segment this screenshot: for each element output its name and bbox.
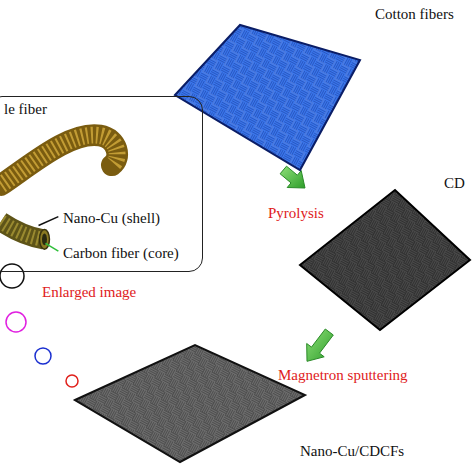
- fiber-end: [40, 229, 50, 249]
- fabric-node: CD: [298, 188, 472, 332]
- zoom-circle: [0, 264, 24, 288]
- note-label: Enlarged image: [42, 283, 136, 301]
- fiber-shell: [1, 222, 44, 240]
- step-label: Magnetron sputtering: [278, 366, 408, 384]
- fiber-shell: [1, 135, 117, 185]
- enlarged-box: le fiberNano-Cu (shell) Carbon fiber (cor…: [0, 96, 203, 272]
- process-arrow: [307, 329, 334, 361]
- fabric-node: Cotton fibers: [175, 20, 365, 170]
- fabric-sheet: [75, 345, 305, 462]
- zoom-circle: [6, 312, 26, 332]
- carbon-fabric: [298, 188, 472, 332]
- coated-fabric: [73, 343, 307, 465]
- zoom-circle: [66, 375, 78, 387]
- fabric-node: Nano-Cu/CDCFs: [73, 343, 307, 465]
- fiber-illustration: [0, 97, 202, 271]
- fiber-texture: [1, 135, 117, 185]
- leader-line: [45, 243, 58, 251]
- leader-line: [39, 217, 59, 226]
- cotton-fabric: [175, 20, 365, 170]
- zoom-circle: [35, 348, 51, 364]
- part-label: Nano-Cu (shell): [63, 209, 160, 227]
- fiber-texture: [1, 222, 44, 240]
- step-label: Pyrolysis: [268, 204, 324, 222]
- fabric-label: Nano-Cu/CDCFs: [300, 442, 404, 460]
- fabric-label: CD: [444, 174, 465, 192]
- fabric-label: Cotton fibers: [375, 5, 454, 23]
- part-label: Carbon fiber (core): [63, 244, 179, 262]
- box-heading: le fiber: [4, 100, 47, 118]
- fabric-sheet: [300, 190, 470, 330]
